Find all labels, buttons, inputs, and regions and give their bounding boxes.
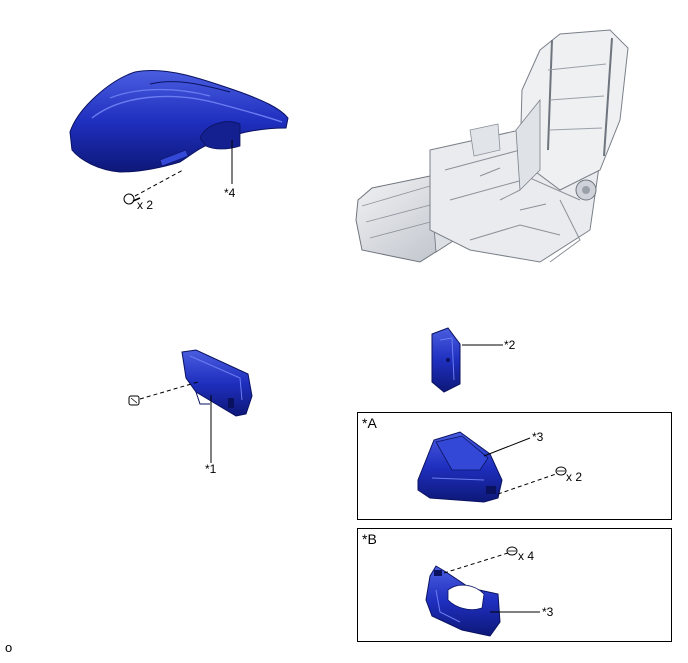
side-cover [431, 327, 461, 393]
figure-code: o [5, 640, 13, 655]
box-a-screw-icon [555, 466, 567, 476]
callout-3a: *3 [532, 430, 544, 444]
variant-box-a: *A [357, 412, 672, 520]
cushion-screw-leader [134, 169, 184, 197]
cover-variant-a [417, 431, 503, 503]
box-a-screw-leader [497, 473, 557, 495]
cover-bracket [181, 349, 253, 417]
callout-3b: *3 [542, 605, 554, 619]
callout-4: *4 [224, 186, 236, 200]
box-b-screw-qty: x 4 [518, 549, 535, 563]
box-a-screw-qty: x 2 [566, 470, 583, 484]
callout-1: *1 [205, 462, 217, 476]
cushion-screw-icon [123, 193, 141, 205]
seat-frame [355, 29, 629, 263]
cover-variant-b [425, 565, 501, 637]
box-b-screw-icon [506, 546, 518, 556]
variant-box-b: *B [357, 528, 672, 642]
seat-cushion-pad [69, 69, 289, 173]
bracket-screw-leader [139, 381, 199, 400]
variant-box-a-title: *A [362, 415, 377, 431]
callout-2: *2 [504, 338, 516, 352]
cushion-screw-qty: x 2 [137, 198, 154, 212]
callout-3a-leader [483, 437, 531, 457]
bracket-screw-icon [128, 395, 140, 406]
variant-box-b-title: *B [362, 531, 377, 547]
